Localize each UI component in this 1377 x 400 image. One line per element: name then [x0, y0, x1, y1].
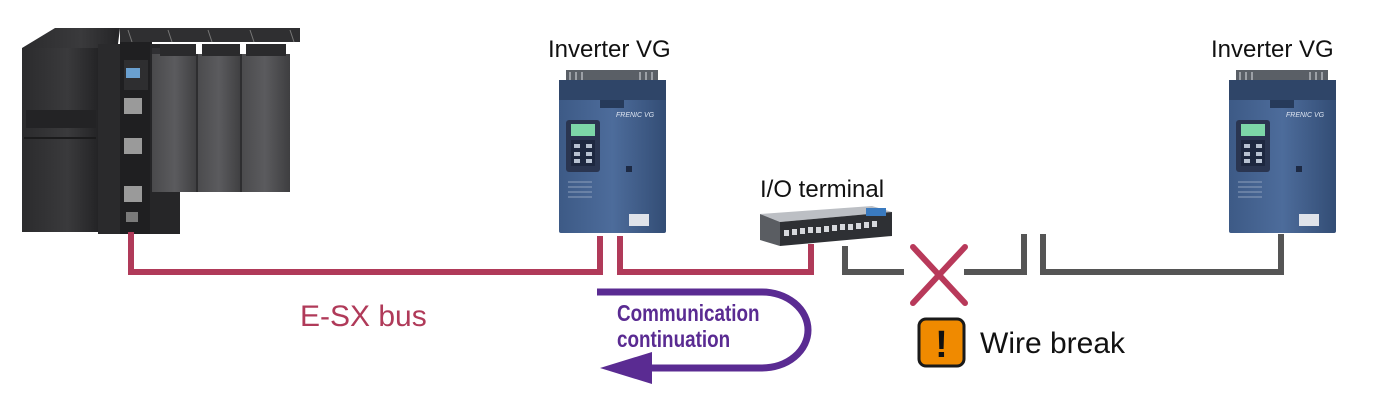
io-terminal-device	[760, 206, 892, 246]
inverter-right-label: Inverter VG	[1211, 36, 1334, 63]
svg-text:!: !	[935, 324, 948, 366]
inverter-left-device: FRENIC VG	[559, 70, 666, 233]
inverter-right-model: FRENIC VG	[1286, 112, 1325, 119]
plc-controller	[22, 28, 300, 234]
io-terminal-label: I/O terminal	[760, 176, 885, 203]
communication-continuation-arrow	[597, 288, 812, 384]
inverter-left-model: FRENIC VG	[616, 112, 655, 119]
warning-icon: !	[917, 317, 966, 368]
e-sx-bus-cable	[128, 232, 814, 275]
communication-line-1: Communication	[617, 300, 760, 326]
inverter-right-device: FRENIC VG	[1229, 70, 1336, 233]
e-sx-bus-label: E-SX bus	[300, 300, 427, 333]
wire-break-label: Wire break	[980, 327, 1126, 360]
inverter-left-label: Inverter VG	[548, 36, 671, 63]
communication-continuation-label: Communication continuation	[617, 300, 760, 352]
communication-line-2: continuation	[617, 326, 731, 352]
wire-break-x-icon	[910, 244, 968, 306]
network-cable-segment	[842, 234, 1284, 275]
